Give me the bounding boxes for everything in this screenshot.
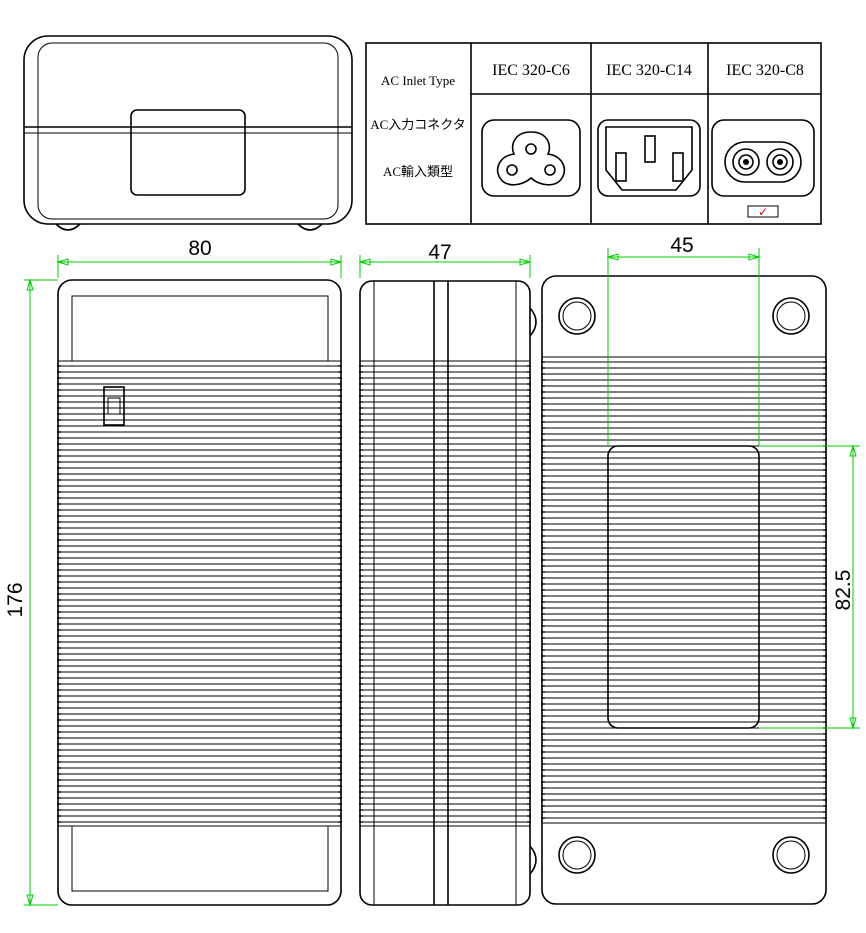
dimension-height: 176 xyxy=(4,582,27,617)
bottom-view xyxy=(541,275,827,905)
dimension-window-height: 82.5 xyxy=(832,570,855,611)
c14-inlet-icon xyxy=(597,119,701,197)
dimension-depth: 47 xyxy=(428,241,451,264)
side-ribs xyxy=(359,365,531,823)
mounting-hole-top-left xyxy=(558,297,596,335)
check-mark-icon: ✓ xyxy=(758,205,768,219)
mounting-hole-bottom-right xyxy=(772,836,810,874)
inlet-type-label-jp: AC入力コネクタ xyxy=(370,117,466,132)
c8-selected-checkbox: ✓ xyxy=(747,205,779,219)
dimension-lines xyxy=(24,248,860,907)
inlet-type-c14: IEC 320-C14 xyxy=(606,62,692,79)
dimension-window-width: 45 xyxy=(670,234,693,257)
inlet-type-c6: IEC 320-C6 xyxy=(492,62,570,79)
bottom-ribs xyxy=(541,361,827,819)
mounting-hole-bottom-left xyxy=(558,836,596,874)
inlet-type-label-en: AC Inlet Type xyxy=(381,73,455,88)
inlet-table: AC Inlet Type AC入力コネクタ AC輸入類型 IEC 320-C6… xyxy=(365,42,822,225)
side-view xyxy=(359,280,537,906)
front-view xyxy=(57,279,342,906)
inlet-type-label-zh: AC輸入類型 xyxy=(383,164,453,179)
end-view xyxy=(23,35,353,231)
c6-inlet-icon xyxy=(481,119,581,197)
front-ribs xyxy=(57,365,342,823)
label-window xyxy=(607,445,760,729)
c8-inlet-icon xyxy=(711,119,815,197)
inlet-type-c8: IEC 320-C8 xyxy=(726,62,804,79)
dimension-width: 80 xyxy=(188,237,211,260)
mounting-hole-top-right xyxy=(772,297,810,335)
